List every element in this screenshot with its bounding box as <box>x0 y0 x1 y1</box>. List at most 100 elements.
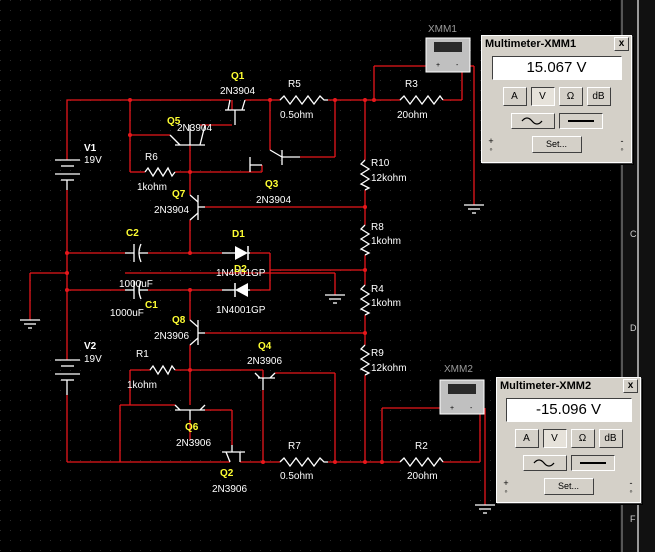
resistor-r5-symbol <box>279 94 328 106</box>
r1-value: 1kohm <box>127 380 157 391</box>
decibel-mode-button[interactable]: dB <box>598 429 623 448</box>
battery-v2-symbol <box>55 359 80 395</box>
negative-terminal[interactable]: -◦ <box>620 135 624 154</box>
d1-model: 1N4001GP <box>216 268 266 279</box>
multimeter-xmm1-title: Multimeter-XMM1 <box>485 38 577 50</box>
battery-v1-symbol <box>55 159 80 190</box>
svg-text:+: + <box>450 405 454 412</box>
c1-value: 1000uF <box>110 308 144 319</box>
r10-ref: R10 <box>371 158 390 169</box>
r1-ref: R1 <box>136 349 149 360</box>
xmm1-label: XMM1 <box>428 24 457 35</box>
q8-ref: Q8 <box>172 315 186 326</box>
q4-model: 2N3906 <box>247 356 282 367</box>
d2-model: 1N4001GP <box>216 305 266 316</box>
ac-mode-button[interactable] <box>510 113 555 129</box>
r9-ref: R9 <box>371 348 384 359</box>
xmm1-instrument-icon[interactable]: + - <box>425 37 471 73</box>
v2-value: 19V <box>84 354 102 365</box>
resistor-r9-symbol <box>359 344 371 376</box>
ground-center-symbol <box>325 294 345 304</box>
r5-ref: R5 <box>288 79 301 90</box>
multimeter-xmm2-titlebar[interactable]: Multimeter-XMM2 x <box>497 378 640 394</box>
r5-value: 0.5ohm <box>280 110 313 121</box>
decibel-mode-button[interactable]: dB <box>586 87 611 106</box>
voltmeter-mode-button[interactable]: V <box>542 429 567 448</box>
q1-model: 2N3904 <box>220 86 255 97</box>
r7-ref: R7 <box>288 441 301 452</box>
close-icon[interactable]: x <box>614 37 629 51</box>
q1-ref: Q1 <box>231 71 245 82</box>
ohmmeter-mode-button[interactable]: Ω <box>558 87 583 106</box>
q7-model: 2N3904 <box>154 205 189 216</box>
r6-ref: R6 <box>145 152 158 163</box>
resistor-r4-symbol <box>359 284 371 316</box>
ground-xmm2-symbol <box>475 504 495 514</box>
junctions <box>65 98 384 464</box>
multimeter-xmm1-reading: 15.067 V <box>491 56 622 80</box>
r3-ref: R3 <box>405 79 418 90</box>
svg-text:+: + <box>436 62 440 69</box>
transistor-q3-symbol <box>249 149 300 172</box>
v1-value: 19V <box>84 155 102 166</box>
r4-ref: R4 <box>371 284 384 295</box>
r9-value: 12kohm <box>371 363 407 374</box>
negative-terminal[interactable]: -◦ <box>629 477 633 496</box>
xmm2-label: XMM2 <box>444 364 473 375</box>
dc-line-icon <box>579 462 606 464</box>
r6-value: 1kohm <box>137 182 167 193</box>
ohmmeter-mode-button[interactable]: Ω <box>570 429 595 448</box>
q2-model: 2N3906 <box>212 484 247 495</box>
ammeter-mode-button[interactable]: A <box>502 87 527 106</box>
minus-sign: - <box>629 477 633 488</box>
q3-model: 2N3904 <box>256 195 291 206</box>
positive-terminal[interactable]: +◦ <box>503 477 509 496</box>
dc-mode-button[interactable] <box>570 455 615 471</box>
transistor-q5-symbol <box>169 124 206 146</box>
resistor-r3-symbol <box>399 94 444 106</box>
ac-mode-button[interactable] <box>522 455 567 471</box>
r8-value: 1kohm <box>371 236 401 247</box>
q7-ref: Q7 <box>172 189 186 200</box>
multimeter-xmm1-window[interactable]: Multimeter-XMM1 x 15.067 V A V Ω dB +◦ S… <box>481 35 632 163</box>
plus-sign: + <box>503 477 509 488</box>
voltmeter-mode-button[interactable]: V <box>530 87 555 106</box>
q4-ref: Q4 <box>258 341 272 352</box>
settings-button[interactable]: Set... <box>531 136 582 153</box>
svg-text:-: - <box>456 62 459 69</box>
c1-ref: C1 <box>145 300 158 311</box>
dc-mode-button[interactable] <box>558 113 603 129</box>
settings-button[interactable]: Set... <box>543 478 594 495</box>
transistor-q8-symbol <box>189 319 205 346</box>
q3-ref: Q3 <box>265 179 279 190</box>
resistor-r1-symbol <box>149 364 176 376</box>
multimeter-xmm2-window[interactable]: Multimeter-XMM2 x -15.096 V A V Ω dB +◦ … <box>496 377 641 503</box>
close-icon[interactable]: x <box>623 379 638 393</box>
resistor-r7-symbol <box>279 456 328 468</box>
positive-terminal[interactable]: +◦ <box>488 135 494 154</box>
sheet-zone-d: D <box>630 323 637 333</box>
q8-model: 2N3906 <box>154 331 189 342</box>
multimeter-xmm2-title: Multimeter-XMM2 <box>500 380 592 392</box>
q6-model: 2N3906 <box>176 438 211 449</box>
transistor-q7-symbol <box>189 194 205 221</box>
r3-value: 20ohm <box>397 110 428 121</box>
v1-ref: V1 <box>84 143 97 154</box>
capacitor-c1-symbol <box>125 280 148 300</box>
resistor-r6-symbol <box>144 166 176 178</box>
r10-value: 12kohm <box>371 173 407 184</box>
xmm2-instrument-icon[interactable]: + - <box>439 379 485 415</box>
sine-wave-icon <box>533 459 554 467</box>
r8-ref: R8 <box>371 222 384 233</box>
multimeter-xmm1-titlebar[interactable]: Multimeter-XMM1 x <box>482 36 631 52</box>
d2-ref: D2 <box>234 264 247 275</box>
dc-line-icon <box>567 120 594 122</box>
r2-ref: R2 <box>415 441 428 452</box>
q5-ref: Q5 <box>167 116 181 127</box>
v2-ref: V2 <box>84 341 97 352</box>
diode-d2-symbol <box>222 283 250 297</box>
ammeter-mode-button[interactable]: A <box>514 429 539 448</box>
resistor-r8-symbol <box>359 224 371 256</box>
resistor-r10-symbol <box>359 159 371 191</box>
c2-ref: C2 <box>126 228 139 239</box>
